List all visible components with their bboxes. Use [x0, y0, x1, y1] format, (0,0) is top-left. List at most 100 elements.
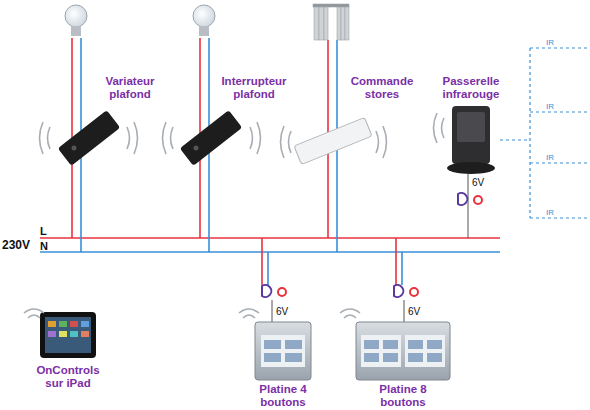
wall-plate-8-part — [408, 353, 423, 362]
ir-lines-part — [530, 217, 590, 218]
wireless-waves-part — [24, 309, 44, 313]
dimmer-module — [58, 110, 120, 166]
device-label: OnControls sur iPad — [31, 364, 105, 390]
ir-gateway — [447, 106, 495, 174]
wireless-waves-part — [48, 127, 51, 149]
wall-plate-4-part — [255, 322, 311, 380]
wall-plate-8-part — [408, 340, 423, 349]
device-label: Platine 8 boutons — [363, 383, 443, 409]
wireless-waves-part — [281, 126, 285, 158]
curtain-icon-part — [319, 7, 324, 40]
wireless-waves-part — [250, 127, 253, 149]
device-label: Interrupteur plafond — [214, 75, 294, 101]
ir-lines-part — [529, 48, 530, 218]
wall-plate-4-part — [264, 353, 281, 362]
wireless-waves-part — [127, 127, 130, 149]
tablet-icon-part — [48, 321, 56, 327]
device-label: Passerelle infrarouge — [430, 75, 512, 101]
neutral-wire — [40, 251, 500, 253]
wall-plate-4-part — [285, 353, 302, 362]
adapter-logo — [394, 285, 418, 297]
bulb-icon-part — [199, 26, 209, 36]
ir-lines-part — [530, 111, 590, 112]
wireless-waves-part — [383, 126, 387, 158]
device-wires-part — [468, 172, 469, 238]
signal-label: IR — [546, 152, 554, 164]
device-wires-part — [395, 238, 397, 285]
device-wires-part — [267, 252, 269, 285]
wireless-waves-part — [163, 122, 167, 154]
tablet-app: OnControls sur iPad — [40, 312, 96, 358]
curtain-icon-part — [314, 7, 319, 40]
curtain-icon-part — [337, 7, 341, 40]
wall-plate-8-part — [405, 335, 445, 367]
wireless-waves-part — [243, 315, 255, 318]
blind-module-part — [294, 117, 372, 164]
line-label: L — [40, 225, 47, 237]
ir-gateway-part — [452, 106, 490, 164]
wireless-waves-part — [376, 131, 379, 153]
wall-plate-4-part — [261, 335, 305, 367]
bulb-icon — [65, 5, 87, 36]
device-wires — [72, 38, 468, 322]
wireless-waves-part — [40, 122, 44, 154]
ir-lines-part — [530, 47, 590, 48]
wireless-waves — [24, 113, 444, 318]
adapter-logo-part — [458, 193, 467, 205]
bulb-icon-part — [71, 26, 81, 36]
tablet-icon-part — [59, 331, 67, 337]
switch-module — [180, 110, 242, 166]
adapter-logo-part — [410, 288, 418, 296]
curtain-icon-part — [345, 7, 349, 40]
wireless-waves-part — [257, 122, 261, 154]
ir-lines — [500, 48, 590, 218]
wall-plate-8-part — [427, 340, 442, 349]
wall-plate-8 — [356, 322, 450, 380]
wall-plate-8-part — [356, 322, 450, 380]
curtain-icon-part — [341, 7, 345, 40]
wall-plate: Platine 4 boutons — [255, 322, 311, 380]
signal-label: IR — [546, 207, 554, 219]
blind-module: Commande stores — [294, 122, 372, 162]
device-wires-part — [272, 300, 273, 322]
ir-gateway-part — [447, 162, 495, 174]
curtain-icon — [313, 4, 349, 40]
wireless-waves-part — [171, 127, 174, 149]
signal-label: IR — [546, 37, 554, 49]
dimmer-module-part — [58, 110, 120, 166]
signal-label: IR — [546, 101, 554, 113]
wall-plate-8-part — [364, 353, 379, 362]
adapter-logo-part — [394, 285, 403, 297]
device-label: Platine 4 boutons — [243, 383, 323, 409]
wireless-waves-part — [434, 113, 438, 143]
adapter-logo-part — [262, 285, 271, 297]
wall-plate-4-part — [264, 340, 281, 349]
wireless-waves-part — [239, 309, 259, 313]
tablet-icon-part — [70, 321, 78, 327]
wall-plate-4 — [255, 322, 311, 380]
switch-module-part — [194, 146, 199, 151]
line-label: N — [40, 240, 48, 252]
wall-plate-8-part — [383, 353, 398, 362]
voltage-label: 6V — [472, 177, 484, 189]
tablet-icon-part — [45, 317, 91, 353]
tablet-icon-part — [48, 331, 56, 337]
adapter-logo — [458, 193, 482, 205]
curtain-icon-part — [324, 7, 328, 40]
switch-module-part — [180, 110, 242, 166]
device-wires-part — [261, 238, 263, 285]
voltage-label: 6V — [276, 306, 288, 318]
voltage-label: 230V — [2, 239, 30, 251]
ir-lines-part — [530, 162, 590, 163]
ir-gateway-part — [457, 112, 485, 142]
wireless-waves-part — [340, 309, 360, 313]
wall-plate-8-part — [361, 335, 401, 367]
tablet-icon-part — [59, 321, 67, 327]
blind-module — [294, 117, 372, 164]
switch-module: Interrupteur plafond — [180, 108, 242, 168]
dimmer-module-part — [72, 146, 77, 151]
ir-lines-part — [500, 139, 530, 140]
wall-plate-8-part — [364, 340, 379, 349]
